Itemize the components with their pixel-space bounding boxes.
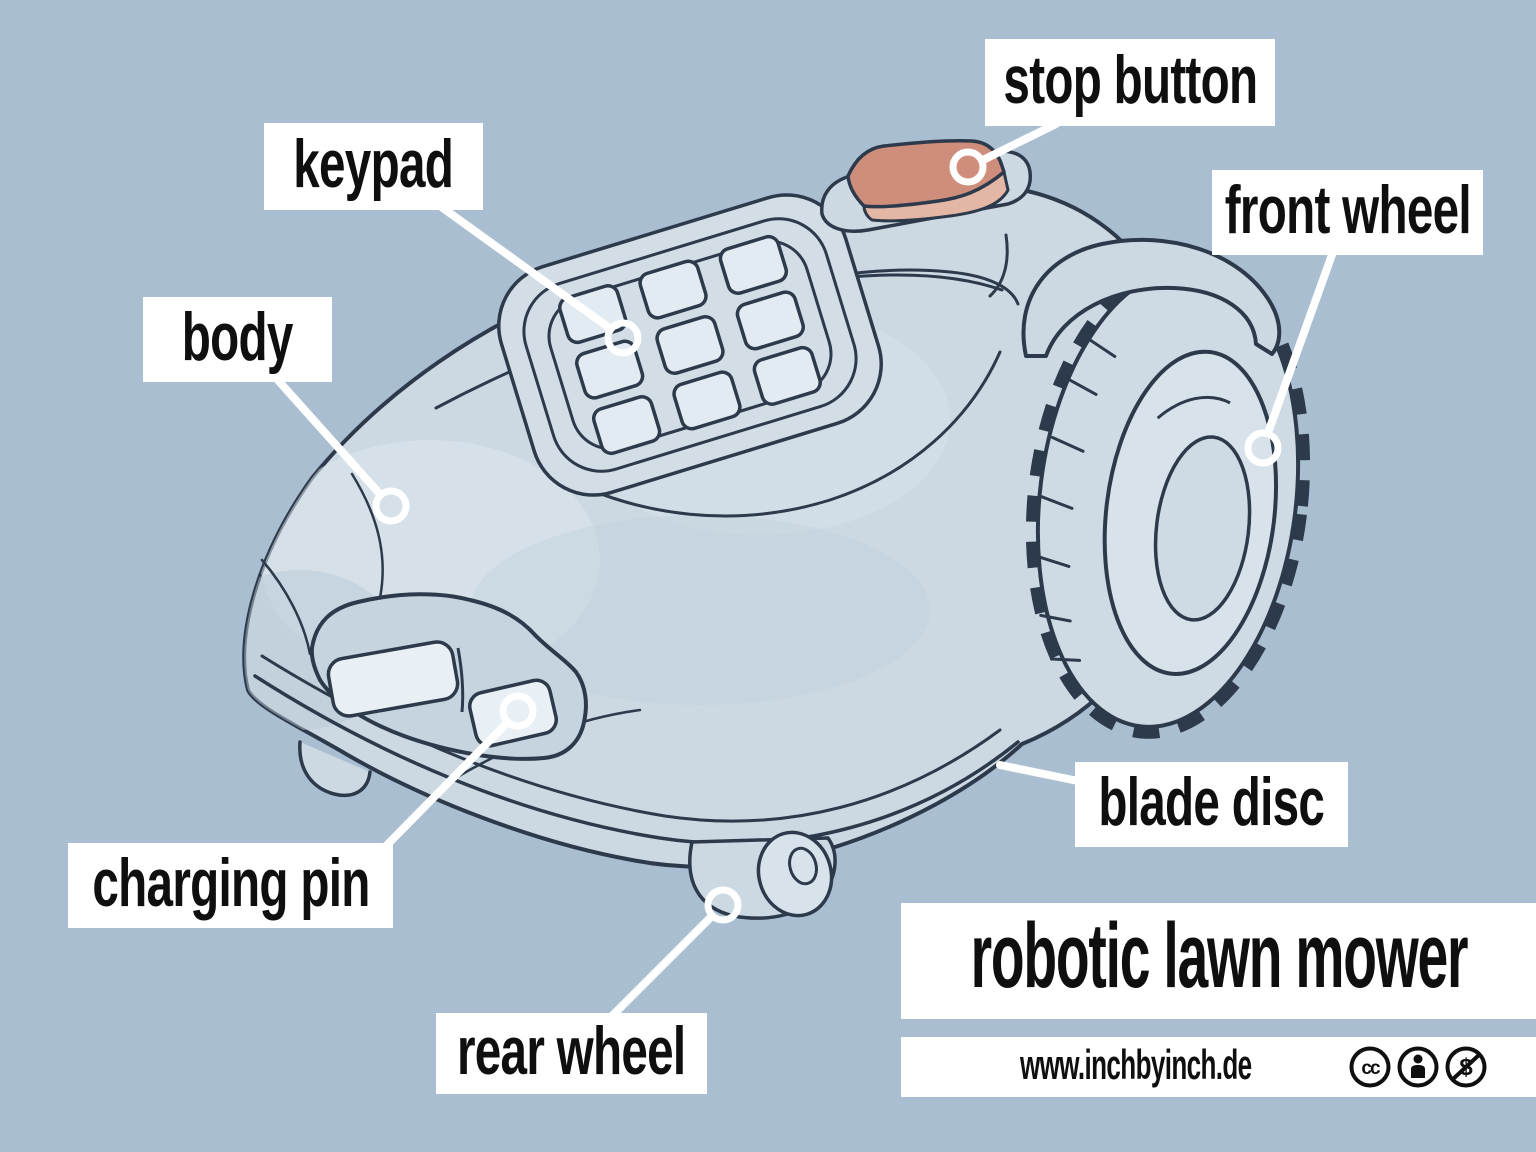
label-rear-wheel: rear wheel — [436, 1013, 707, 1094]
leader-front-wheel — [1265, 248, 1337, 434]
leader-lines — [272, 120, 1337, 1020]
license-icons: cc $ — [1348, 1045, 1488, 1089]
keypad-key — [655, 314, 725, 376]
non-commercial-icon: $ — [1445, 1046, 1487, 1088]
label-blade-disc: blade disc — [1075, 762, 1348, 847]
marker-rear-wheel — [704, 886, 742, 924]
charging-pin-slot-right — [468, 678, 558, 748]
page-title: robotic lawn mower — [970, 905, 1468, 1007]
tire-tread-marks — [1036, 337, 1117, 662]
label-keypad-text: keypad — [293, 125, 455, 202]
charging-panel-drawing — [309, 592, 588, 761]
marker-front-wheel — [1244, 429, 1282, 467]
website-url: www.inchbyinch.de — [1019, 1041, 1252, 1088]
svg-text:cc: cc — [1362, 1058, 1382, 1079]
leader-keypad — [436, 202, 612, 331]
leader-markers — [372, 148, 1282, 924]
label-stop-button-text: stop button — [1002, 41, 1258, 118]
label-blade-disc-text: blade disc — [1098, 763, 1325, 840]
label-charging-pin: charging pin — [68, 843, 393, 928]
charging-pin-slot-left — [326, 640, 460, 718]
title-banner: robotic lawn mower — [901, 903, 1536, 1019]
keypad-key — [638, 259, 708, 320]
rear-wheel-drawing — [688, 830, 837, 920]
marker-stop-button — [949, 148, 987, 186]
leader-charging-pin — [382, 721, 509, 850]
stop-button-drawing — [820, 139, 1033, 233]
attribution-icon — [1397, 1046, 1439, 1088]
cc-icon: cc — [1349, 1046, 1391, 1088]
marker-body — [372, 487, 410, 525]
keypad-key — [752, 345, 822, 406]
leader-blade-disc — [996, 761, 1082, 785]
label-rear-wheel-text: rear wheel — [457, 1012, 686, 1089]
marker-charging-pin — [499, 692, 537, 730]
fender-drawing — [1021, 237, 1282, 358]
leader-stop-button — [981, 120, 1060, 163]
label-keypad: keypad — [264, 123, 483, 210]
keypad-key — [672, 370, 742, 431]
keypad-key — [735, 290, 806, 351]
marker-keypad — [604, 319, 642, 357]
label-body: body — [143, 297, 332, 382]
label-charging-pin-text: charging pin — [91, 844, 370, 921]
leader-body — [272, 374, 382, 496]
keypad-key — [718, 234, 789, 296]
keypad-key — [591, 394, 662, 456]
keypad-drawing — [497, 193, 883, 497]
label-front-wheel: front wheel — [1212, 170, 1483, 255]
label-front-wheel-text: front wheel — [1224, 171, 1471, 248]
label-stop-button: stop button — [985, 39, 1275, 126]
label-body-text: body — [182, 298, 294, 375]
leader-rear-wheel — [608, 914, 714, 1020]
credit-banner: www.inchbyinch.de cc $ — [901, 1037, 1536, 1097]
